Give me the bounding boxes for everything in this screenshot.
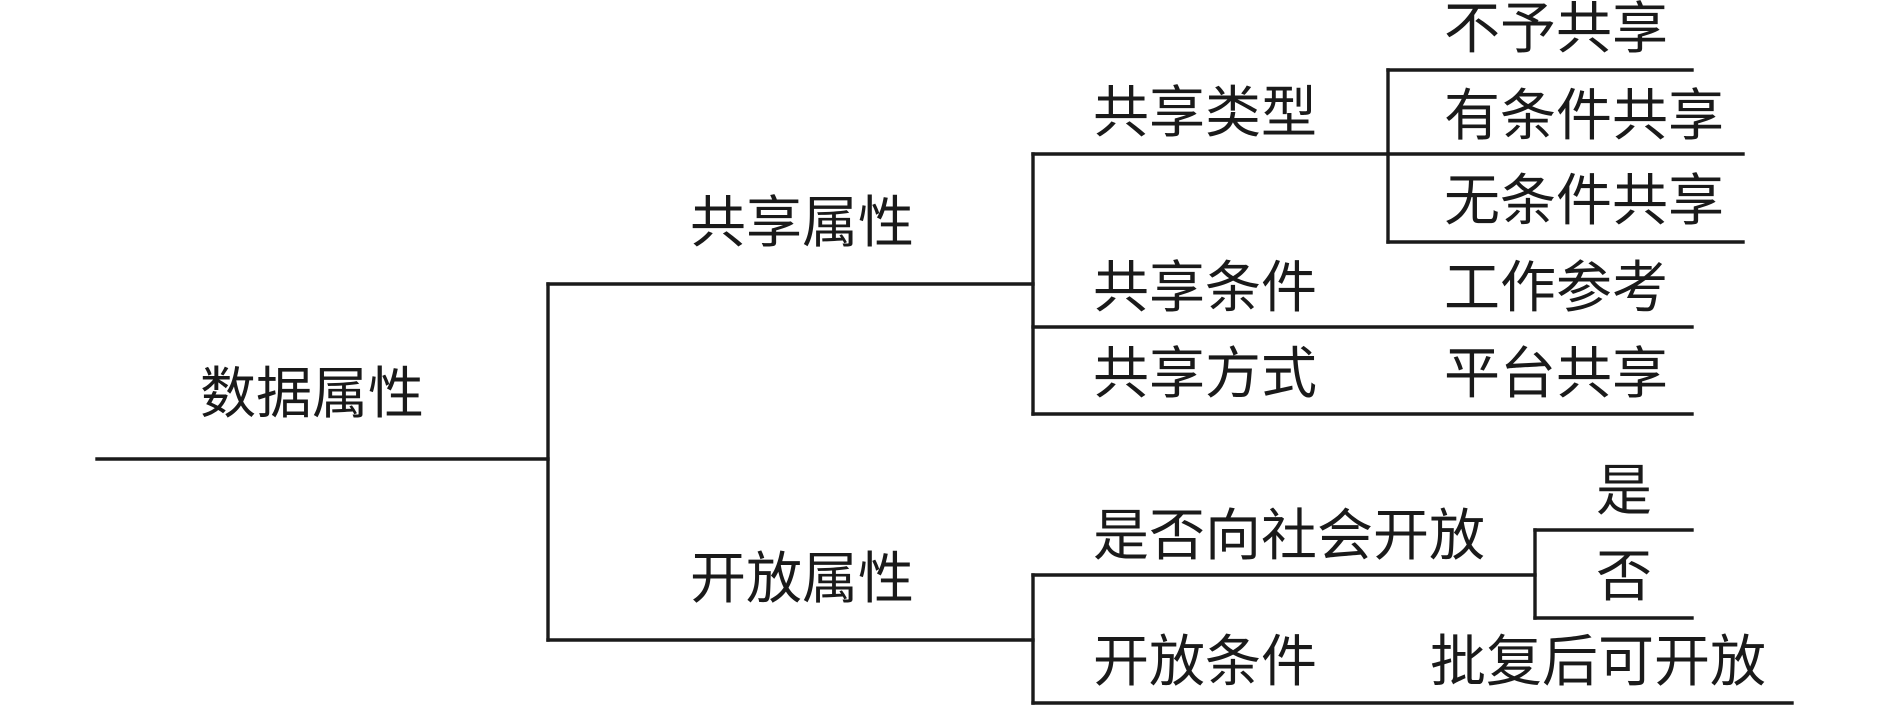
- share-option-3: 无条件共享: [1444, 169, 1724, 234]
- share-condition-value: 工作参考: [1444, 256, 1668, 321]
- share-option-2: 有条件共享: [1444, 84, 1724, 149]
- share-type-label: 共享类型: [1093, 81, 1317, 146]
- open-option-2: 否: [1596, 545, 1652, 610]
- open-condition-label: 开放条件: [1093, 630, 1317, 695]
- share-method-value: 平台共享: [1444, 342, 1668, 407]
- share-condition-label: 共享条件: [1093, 256, 1317, 321]
- open-to-public-label: 是否向社会开放: [1093, 504, 1485, 569]
- open-option-1: 是: [1596, 459, 1652, 524]
- open-condition-value: 批复后可开放: [1430, 630, 1766, 695]
- share-method-label: 共享方式: [1093, 342, 1317, 407]
- share-option-1: 不予共享: [1444, 0, 1668, 62]
- openness-label: 开放属性: [690, 547, 914, 612]
- root-label: 数据属性: [200, 362, 424, 427]
- sharing-label: 共享属性: [690, 191, 914, 256]
